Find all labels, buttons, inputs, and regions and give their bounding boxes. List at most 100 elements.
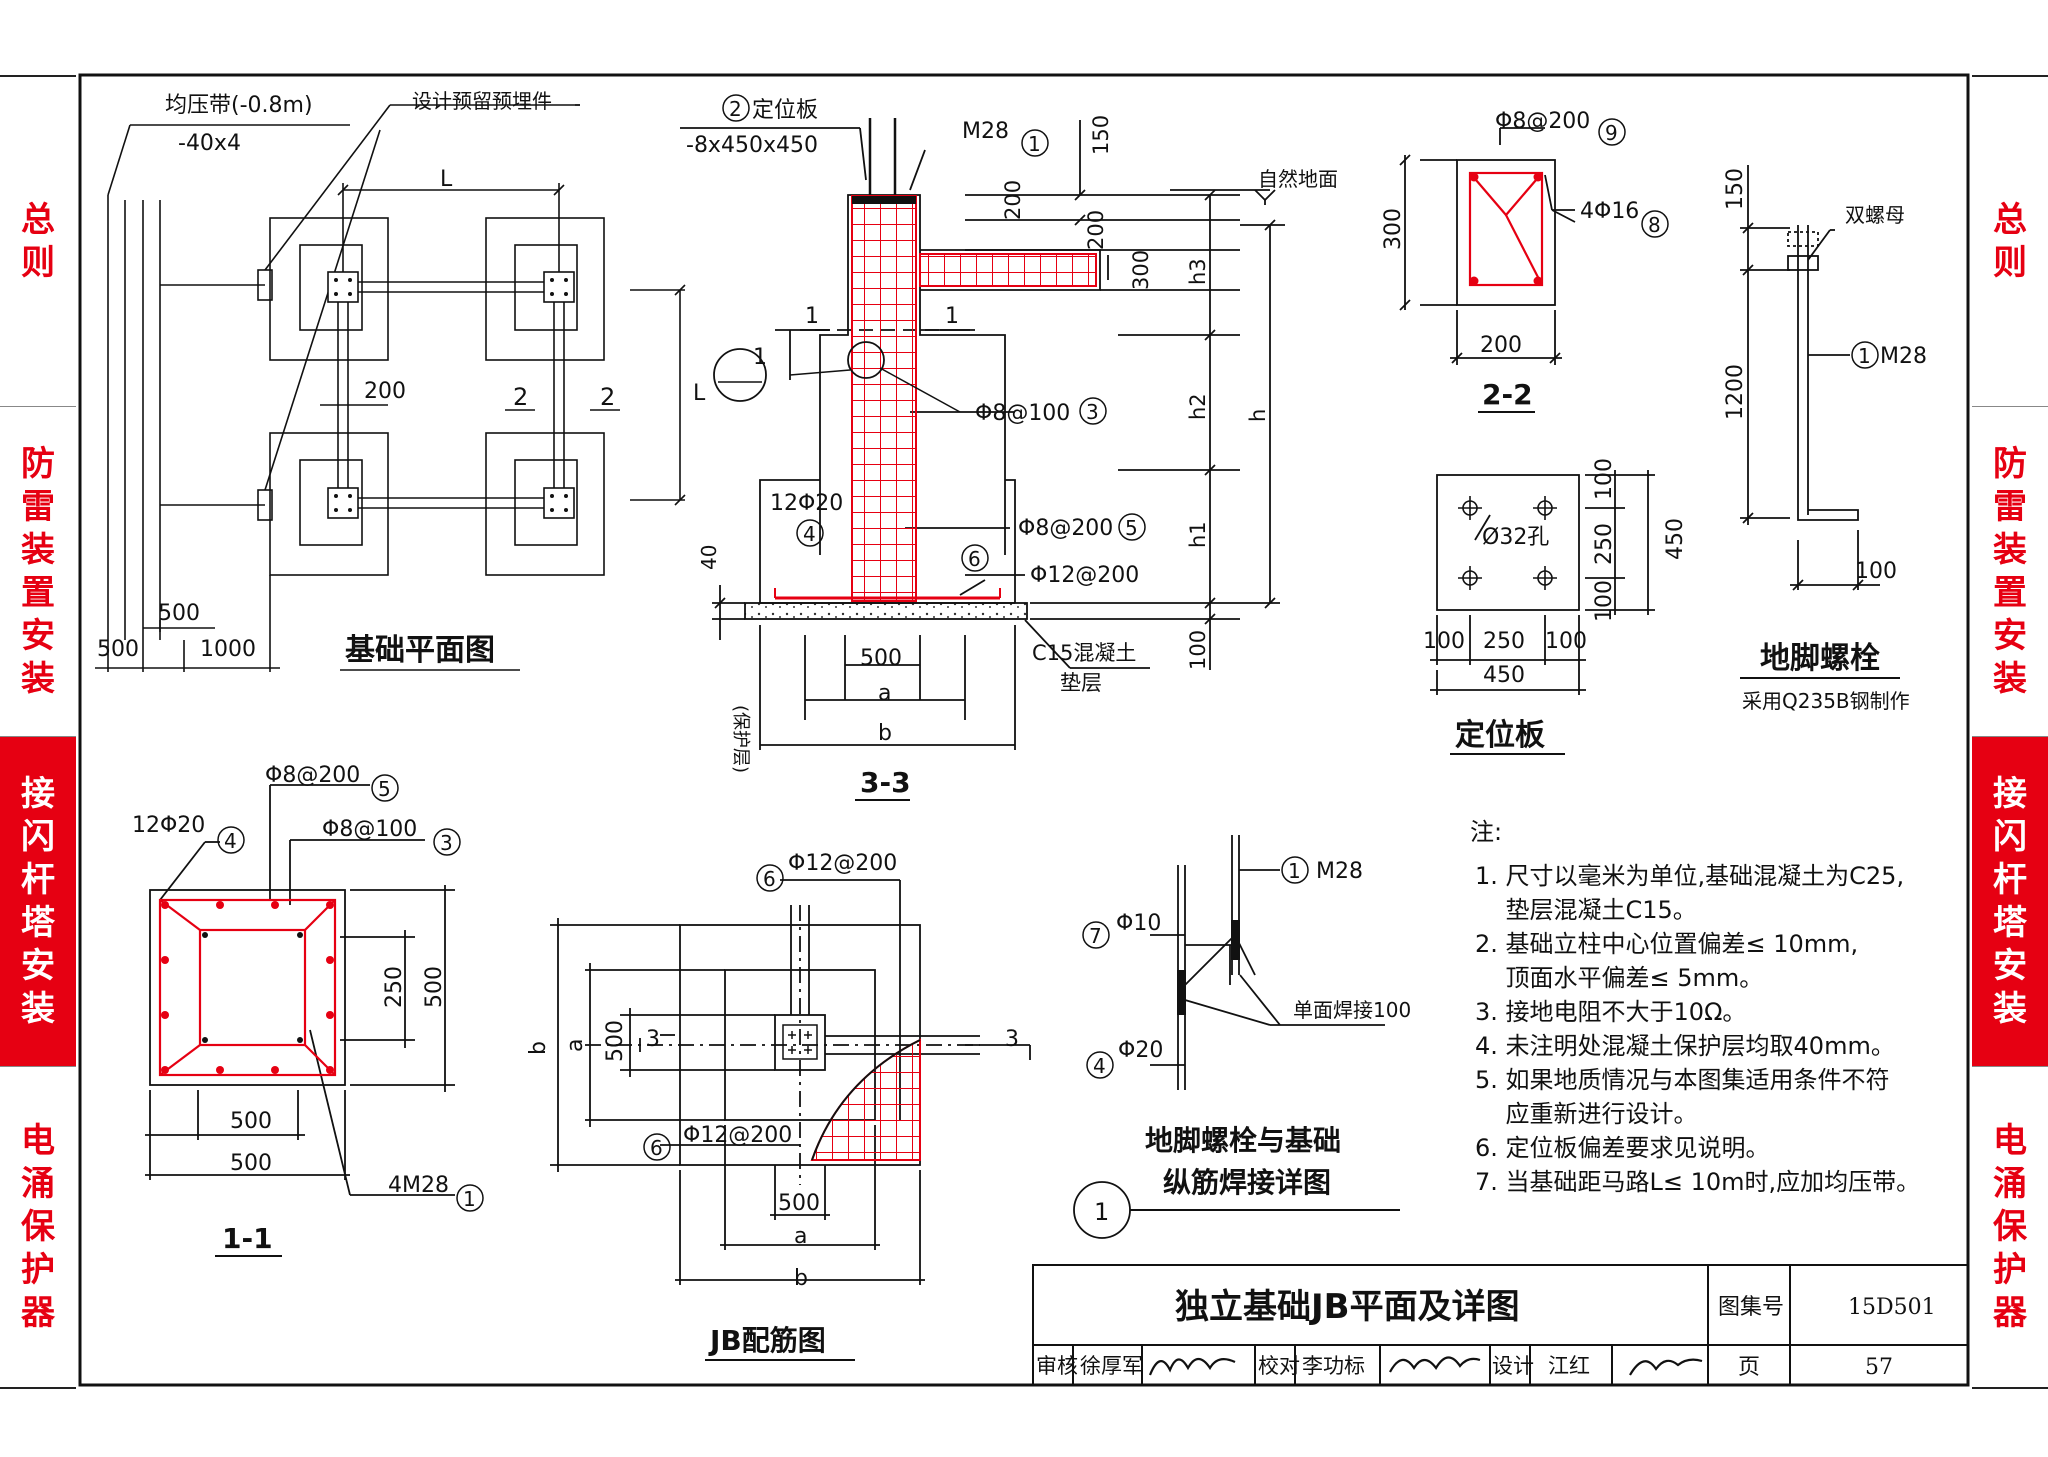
section-1-mark-left: 1 (805, 304, 819, 329)
sidebar-char: 电 (1993, 1120, 2027, 1161)
chapter-tab-general-right[interactable]: 总则 (1972, 77, 2048, 407)
dim-h2: h2 (1186, 393, 1210, 420)
jb-rebar-top: Φ12@200 (788, 851, 897, 876)
chapter-tab-surge-protector-right[interactable]: 电涌保护器 (1972, 1067, 2048, 1387)
plan-section-2-left: 2 (513, 383, 528, 411)
sidebar-char: 安 (1993, 615, 2027, 656)
plan-title: 基础平面图 (345, 633, 495, 668)
sidebar-char: 塔 (1993, 902, 2027, 943)
dim-300-22: 300 (1381, 208, 1406, 250)
rebar-ring-no-11: 5 (378, 777, 391, 801)
chapter-tab-general[interactable]: 总则 (0, 77, 76, 407)
plate-label: 定位板 (752, 98, 818, 123)
plan-dim-1000: 1000 (200, 637, 256, 662)
jb-dim-a-h: a (794, 1224, 807, 1249)
plan-dim-200: 200 (364, 379, 406, 404)
hole-label: Ø32孔 (1482, 525, 1549, 550)
plate-dim-250-h: 250 (1483, 629, 1525, 654)
section-3-3-rebar (774, 195, 1097, 602)
chapter-tab-lightning-protection-right[interactable]: 防雷装置安装 (1972, 407, 2048, 737)
atlas-label: 图集号 (1718, 1295, 1784, 1320)
jb-dim-a-v: a (563, 1039, 588, 1052)
dim-250-11: 250 (382, 966, 407, 1008)
sidebar-char: 器 (21, 1292, 55, 1333)
sidebar-char: 杆 (21, 859, 55, 900)
review-label: 审核 (1036, 1354, 1078, 1378)
rebar-ring-22: Φ8@200 (1495, 109, 1590, 134)
jb-dim-500-h: 500 (778, 1191, 820, 1216)
positioning-plate-detail (1430, 470, 1655, 695)
rebar-stirrup-33: Φ8@100 (975, 401, 1070, 426)
plate-dim-100-top: 100 (1592, 458, 1617, 500)
sidebar-char: 安 (1993, 945, 2027, 986)
dim-500-11-inner: 500 (230, 1109, 272, 1134)
plate-dim-100-left: 100 (1423, 629, 1465, 654)
rebar-ring-no-22: 9 (1605, 121, 1618, 145)
section-1-mark-right: 1 (945, 304, 959, 329)
bolt-dim-100: 100 (1855, 559, 1897, 584)
strip-size: -40x4 (178, 131, 241, 156)
note-line-7: 5. 如果地质情况与本图集适用条件不符 (1475, 1066, 1890, 1094)
sidebar-char: 雷 (21, 486, 55, 527)
note-line-4: 顶面水平偏差≤ 5mm。 (1475, 964, 1763, 992)
section-1-1-title: 1-1 (222, 1222, 273, 1255)
dim-a-33: a (878, 681, 891, 706)
sidebar-char: 接 (21, 773, 55, 814)
detail-callout-circle (713, 348, 767, 402)
rebar-main-22: 4Φ16 (1580, 199, 1639, 224)
rebar-main-no-11: 4 (224, 829, 237, 853)
sidebar-char: 保 (21, 1206, 55, 1247)
plan-dim-L-horizontal: L (440, 167, 453, 192)
embed-label: 设计预留预埋件 (412, 89, 552, 113)
section-2-2-bars (1469, 172, 1543, 286)
plate-holes (1458, 496, 1557, 590)
note-line-9: 6. 定位板偏差要求见说明。 (1475, 1134, 1770, 1162)
dim-500-11-outer: 500 (230, 1151, 272, 1176)
bolts-11: 4M28 (388, 1173, 449, 1198)
sidebar-char: 防 (21, 443, 55, 484)
bolts-no-11: 1 (463, 1187, 476, 1211)
anchor-bolt-detail (1740, 165, 1880, 591)
section-2-2-rebar (1468, 171, 1544, 287)
sidebar-char: 安 (21, 615, 55, 656)
jb-rebar-no-bottom: 6 (650, 1136, 663, 1160)
page-number: 57 (1865, 1355, 1893, 1380)
weld-bolt-label: M28 (1316, 859, 1363, 884)
drawing-title: 独立基础JB平面及详图 (1175, 1287, 1520, 1327)
plate-dim-100-right: 100 (1545, 629, 1587, 654)
sidebar-char: 涌 (21, 1163, 55, 1204)
rebar-stirrup-no-33: 3 (1086, 400, 1099, 424)
sidebar-char: 塔 (21, 902, 55, 943)
atlas-number: 15D501 (1848, 1295, 1936, 1320)
detail-callout-no: 1 (753, 345, 767, 370)
rebar-base-no-33: 6 (968, 547, 981, 571)
dim-h3: h3 (1186, 258, 1210, 285)
chapter-tab-air-terminal-tower-right[interactable]: 接闪杆塔安装 (1972, 737, 2048, 1067)
cushion-label-2: 垫层 (1060, 671, 1102, 695)
sidebar-char: 器 (1993, 1292, 2027, 1333)
plan-dim-500-lower: 500 (97, 637, 139, 662)
weld-bolt-no: 1 (1288, 859, 1301, 883)
bolt-subtitle: 采用Q235B钢制作 (1742, 689, 1910, 713)
dim-100-33: 100 (1186, 630, 1210, 670)
weld-bar20: Φ20 (1118, 1038, 1163, 1063)
chapter-tab-air-terminal-tower[interactable]: 接闪杆塔安装 (0, 737, 76, 1067)
rebar-ring-33: Φ8@200 (1018, 516, 1113, 541)
plan-dots (334, 278, 568, 512)
sidebar-char: 装 (1993, 529, 2027, 570)
jb-title: JB配筋图 (708, 1324, 826, 1357)
bolt-no-33: 1 (1028, 132, 1041, 156)
plate-dim-450-h: 450 (1483, 663, 1525, 688)
designer-name: 江红 (1548, 1354, 1590, 1378)
dim-500-33: 500 (860, 646, 902, 671)
sidebar-char: 闪 (21, 816, 55, 857)
weld-bar10-no: 7 (1089, 924, 1102, 948)
cover-label: (保护层) (730, 705, 751, 773)
section-1-1-bolts (202, 932, 303, 1043)
designer-signature (1629, 1358, 1703, 1376)
chapter-tab-lightning-protection[interactable]: 防雷装置安装 (0, 407, 76, 737)
weld-title-2: 纵筋焊接详图 (1163, 1166, 1331, 1199)
bolt-label-no: 1 (1858, 344, 1871, 368)
chapter-tab-surge-protector[interactable]: 电涌保护器 (0, 1067, 76, 1387)
jb-column-bolts (782, 1024, 818, 1060)
